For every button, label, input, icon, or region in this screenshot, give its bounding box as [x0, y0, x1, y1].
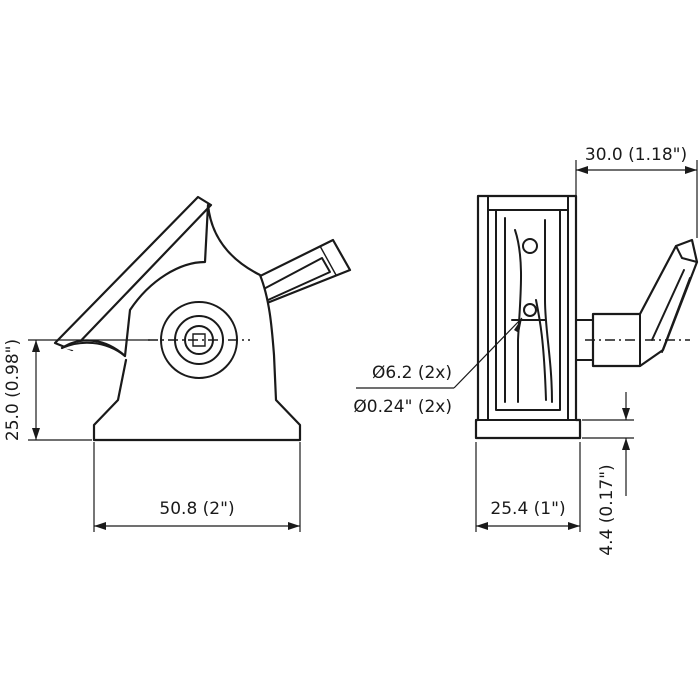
hole-label-metric: Ø6.2 (2x) [372, 363, 452, 383]
hole-callout: Ø6.2 (2x) Ø0.24" (2x) [353, 317, 523, 417]
front-view-lever [575, 238, 699, 368]
dimension-height-left: 25.0 (0.98") [3, 339, 150, 441]
front-view-body [474, 194, 582, 440]
dimension-label-height-left: 25.0 (0.98") [3, 339, 23, 441]
dimension-depth-right: 25.4 (1") [475, 442, 581, 532]
dimension-label-width-left: 50.8 (2") [159, 499, 234, 519]
front-view [474, 194, 699, 440]
side-view-body [60, 203, 302, 442]
side-view [53, 195, 352, 442]
dimension-label-lever-right: 30.0 (1.18") [585, 145, 687, 165]
dimension-width-left: 50.8 (2") [93, 442, 301, 532]
dimension-label-base-thickness: 4.4 (0.17") [597, 464, 617, 555]
hole-label-imperial: Ø0.24" (2x) [353, 397, 452, 417]
dimension-label-depth-right: 25.4 (1") [490, 499, 565, 519]
dimension-base-thickness: 4.4 (0.17") [582, 392, 634, 556]
dimension-lever-right: 30.0 (1.18") [575, 145, 698, 238]
